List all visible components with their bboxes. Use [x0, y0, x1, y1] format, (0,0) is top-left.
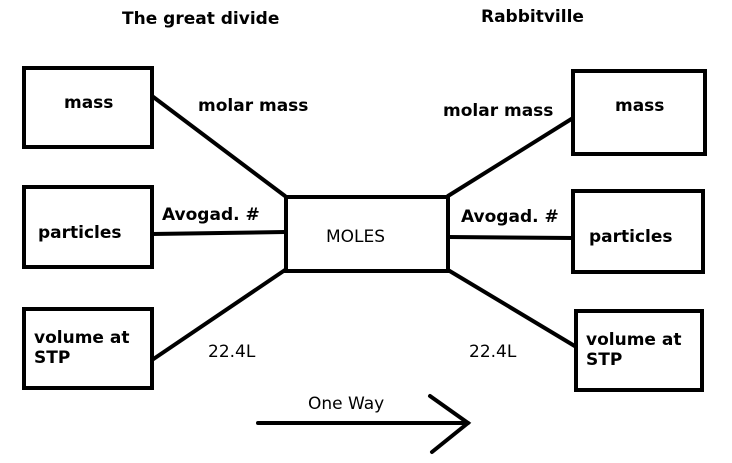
right-mass-label: mass — [615, 96, 665, 116]
right-particles-box: particles — [571, 189, 705, 274]
right-volume-connector-label: 22.4L — [469, 342, 517, 362]
left-volume-connector-label: 22.4L — [208, 342, 256, 362]
left-particles-box: particles — [22, 185, 154, 269]
left-volume-connector — [150, 268, 287, 362]
right-volume-connector — [446, 268, 580, 350]
left-heading: The great divide — [122, 9, 280, 29]
left-molar-mass-label: molar mass — [198, 96, 309, 116]
right-particles-label: particles — [589, 227, 673, 247]
right-molar-mass-label: molar mass — [443, 101, 554, 121]
left-particles-connector — [150, 230, 287, 236]
left-particles-label: particles — [38, 223, 122, 243]
right-avogadro-label: Avogad. # — [461, 207, 559, 227]
arrow-head — [428, 394, 472, 454]
right-particles-connector — [446, 235, 575, 240]
right-heading: Rabbitville — [481, 7, 584, 27]
moles-box: MOLES — [284, 195, 450, 273]
left-mass-label: mass — [64, 93, 114, 113]
left-mass-connector — [150, 94, 287, 198]
left-mass-box: mass — [22, 66, 154, 149]
right-mass-box: mass — [571, 69, 707, 156]
moles-label: MOLES — [326, 227, 386, 247]
arrow-label: One Way — [308, 394, 385, 414]
right-mass-connector — [446, 116, 575, 198]
left-avogadro-label: Avogad. # — [162, 205, 260, 225]
